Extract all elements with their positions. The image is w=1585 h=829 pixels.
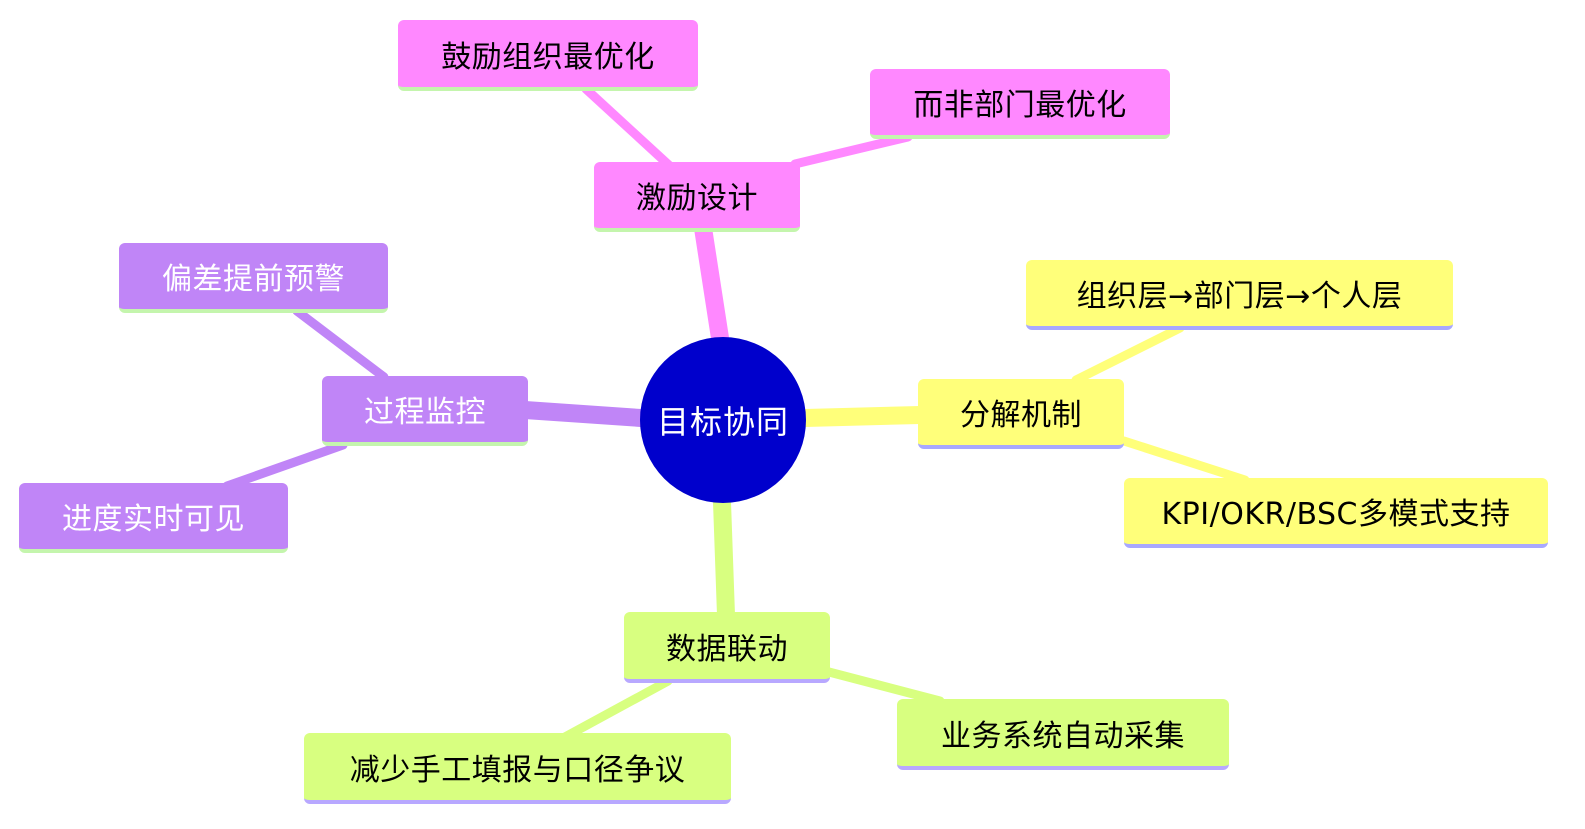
edge-center-decomposition [796,406,929,427]
branch-monitoring-label: 过程监控 [364,395,486,430]
data-linkage-child-2: 减少手工填报与口径争议 [304,733,731,804]
edge-data-linkage-child-1 [824,667,945,706]
data-linkage-child-2-label: 减少手工填报与口径争议 [349,752,686,788]
monitoring-child-2: 进度实时可见 [19,483,288,553]
incentive-child-2: 而非部门最优化 [870,69,1170,139]
incentive-child-1: 鼓励组织最优化 [398,20,698,91]
incentive-child-1-label: 鼓励组织最优化 [441,39,655,75]
edge-center-data-linkage [713,493,735,624]
decomposition-child-1-label: 组织层→部门层→个人层 [1076,279,1403,314]
incentive-child-2-label: 而非部门最优化 [913,88,1127,123]
monitoring-child-2-label: 进度实时可见 [62,502,245,537]
center-node: 目标协同 [640,337,806,503]
edge-monitoring-child-1 [292,306,389,382]
edge-center-incentive [694,219,729,347]
branch-decomposition: 分解机制 [918,379,1124,449]
decomposition-child-1: 组织层→部门层→个人层 [1026,260,1453,330]
edge-data-linkage-child-2 [560,676,673,742]
data-linkage-child-1-label: 业务系统自动采集 [941,718,1185,754]
edge-decomposition-child-1 [1071,323,1185,385]
edge-monitoring-child-2 [222,440,348,491]
branch-monitoring: 过程监控 [322,376,528,446]
branch-data-linkage-label: 数据联动 [666,631,788,667]
decomposition-child-2-label: KPI/OKR/BSC多模式支持 [1161,497,1511,532]
monitoring-child-1-label: 偏差提前预警 [162,262,345,297]
edge-incentive-child-1 [581,84,677,173]
edge-incentive-child-2 [790,132,913,169]
center-label: 目标协同 [656,403,789,441]
edge-decomposition-child-2 [1119,436,1250,485]
branch-data-linkage: 数据联动 [624,612,830,683]
decomposition-child-2: KPI/OKR/BSC多模式支持 [1124,478,1548,548]
branch-incentive-label: 激励设计 [636,181,758,216]
branch-decomposition-label: 分解机制 [960,398,1082,433]
data-linkage-child-1: 业务系统自动采集 [897,699,1229,770]
edge-center-monitoring [516,401,650,427]
monitoring-child-1: 偏差提前预警 [119,243,388,313]
branch-incentive: 激励设计 [594,162,800,232]
